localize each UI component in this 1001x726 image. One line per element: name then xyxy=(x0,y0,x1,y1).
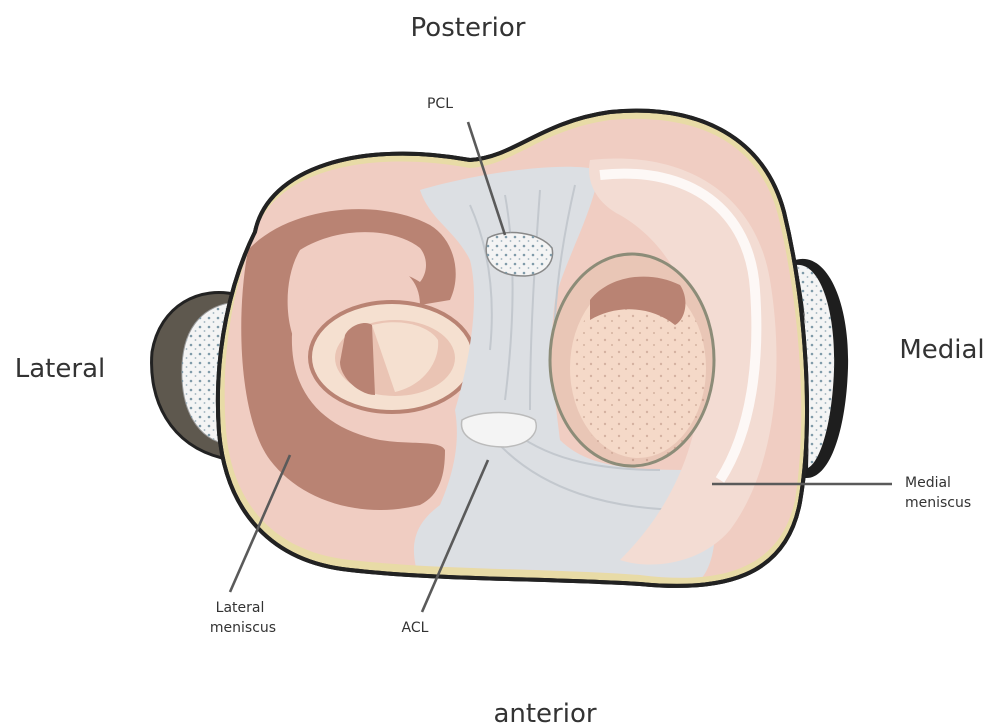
medial-meniscus-label-line1: Medial xyxy=(905,475,951,491)
pcl-label: PCL xyxy=(427,96,453,112)
plateau-interior xyxy=(200,100,820,600)
lateral-meniscus-label-line1: Lateral xyxy=(216,600,265,616)
anterior-label: anterior xyxy=(493,699,596,726)
medial-meniscus-label-line2: meniscus xyxy=(905,495,971,511)
lateral-meniscus-label-line2: meniscus xyxy=(210,620,276,636)
medial-label: Medial xyxy=(899,335,984,365)
acl-label: ACL xyxy=(402,620,429,636)
lateral-label: Lateral xyxy=(15,354,105,384)
posterior-label: Posterior xyxy=(411,13,526,43)
